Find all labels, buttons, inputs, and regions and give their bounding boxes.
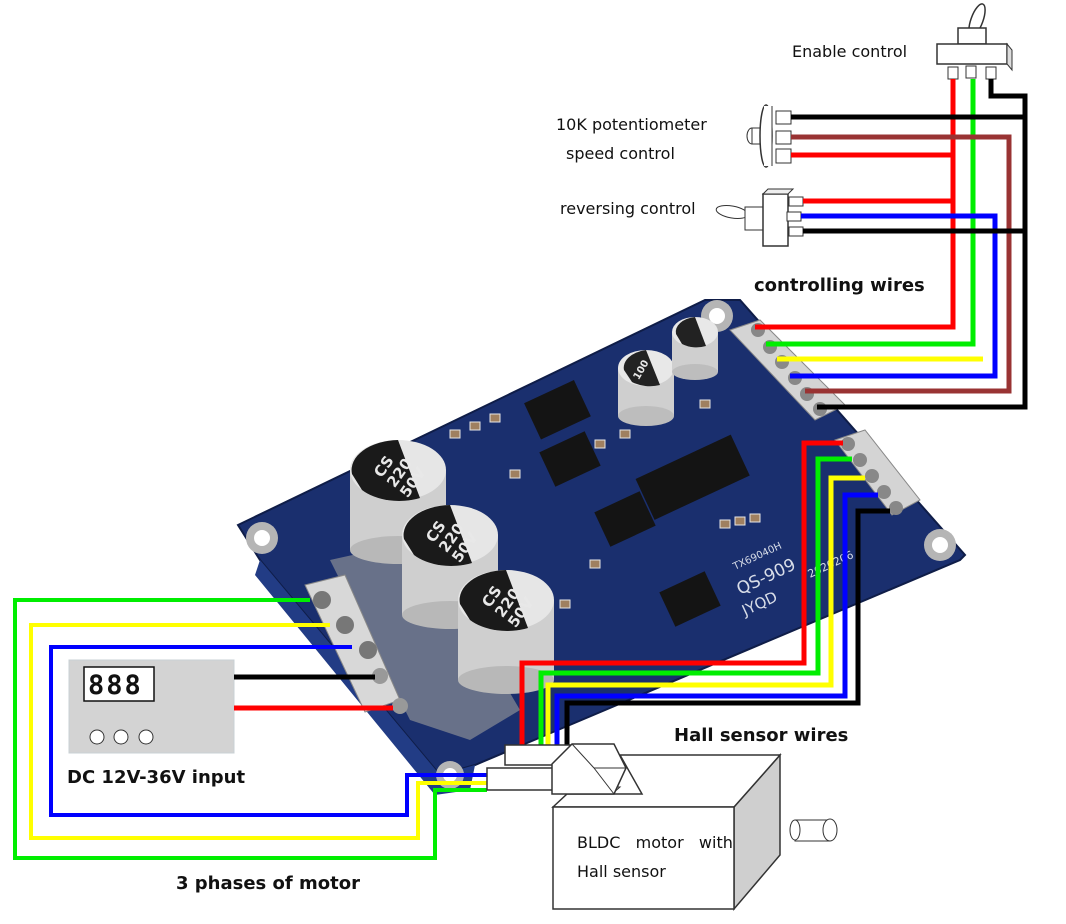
three-phases-label: 3 phases of motor: [176, 873, 360, 894]
enable-switch[interactable]: [936, 2, 1013, 80]
phase-connector: [486, 767, 556, 791]
wire-green: [13, 598, 487, 860]
seven-segment-display: [83, 666, 155, 702]
mounting-hole: [246, 522, 278, 554]
wire-blue: [790, 213, 998, 379]
switch-pin: [965, 65, 977, 79]
display-readout: 888: [88, 670, 143, 701]
control-wires: [755, 79, 1028, 410]
pot-pin: [775, 130, 792, 145]
header-pin: [853, 453, 867, 467]
mosfet: [539, 431, 601, 487]
wire-black: [564, 508, 890, 745]
pot-pin: [775, 148, 792, 164]
power-wires: [234, 674, 393, 711]
reversing-control-label: reversing control: [560, 199, 696, 218]
dc-input-label: DC 12V-36V input: [67, 767, 245, 788]
wire-green: [766, 79, 976, 347]
wire-yellow: [545, 475, 865, 745]
power-button[interactable]: [138, 729, 154, 745]
speed-control-label: speed control: [566, 144, 675, 163]
hall-wires: [519, 440, 890, 745]
header-pin: [841, 437, 855, 451]
power-supply: 888: [68, 659, 235, 754]
wire-red: [755, 79, 956, 330]
switch-body: [762, 193, 789, 247]
phase-wires: [13, 598, 487, 860]
capacitor-3: CS 220 50V: [458, 570, 554, 694]
wire-brown: [791, 134, 1012, 394]
potentiometer-label: 10K potentiometer: [556, 115, 707, 134]
potentiometer[interactable]: [746, 104, 792, 168]
driver-ic: [635, 434, 750, 520]
bldc-motor: BLDC motor with Hall sensor: [551, 743, 838, 912]
enable-control-label: Enable control: [792, 42, 907, 61]
mounting-hole: [924, 529, 956, 561]
wire-black: [817, 79, 1028, 410]
motor-front: [552, 806, 735, 910]
switch-pin: [947, 66, 959, 80]
small-capacitor: [672, 317, 718, 380]
switch-pin: [985, 66, 997, 80]
pot-pin: [775, 110, 792, 125]
header-pin: [877, 485, 891, 499]
toggle-neck: [744, 206, 764, 231]
toggle-lever: [715, 204, 749, 220]
wire-red: [519, 440, 843, 745]
switch-pin: [786, 211, 802, 222]
mosfet: [659, 571, 721, 627]
mosfet: [594, 491, 656, 547]
motor-label-line2: Hall sensor: [577, 862, 666, 881]
small-capacitor: 100: [618, 350, 674, 426]
header-pin: [889, 501, 903, 515]
wire-yellow: [29, 623, 487, 840]
reversing-switch[interactable]: [715, 188, 804, 247]
controlling-wires-label: controlling wires: [754, 275, 925, 296]
phase-terminal: [313, 591, 331, 609]
power-button[interactable]: [89, 729, 105, 745]
switch-body: [936, 43, 1008, 65]
power-button[interactable]: [113, 729, 129, 745]
switch-pin: [788, 196, 804, 207]
wire-blue: [554, 492, 878, 745]
phase-terminal: [359, 641, 377, 659]
wire-green: [538, 456, 852, 745]
smd-components: [449, 399, 761, 609]
motor-label-line1: BLDC motor with: [577, 833, 733, 852]
power-terminal: [392, 698, 408, 714]
wire-blue: [49, 645, 487, 817]
header-pin: [865, 469, 879, 483]
mosfet: [524, 380, 591, 440]
toggle-neck: [957, 27, 987, 45]
motor-shaft: [789, 818, 838, 842]
phase-terminal: [336, 616, 354, 634]
hall-sensor-wires-label: Hall sensor wires: [674, 725, 848, 746]
controller-board: TX69040H QS-909 JYQD 2020206 100 CS 220 …: [236, 299, 967, 795]
power-terminal: [372, 668, 388, 684]
switch-pin: [788, 226, 804, 237]
